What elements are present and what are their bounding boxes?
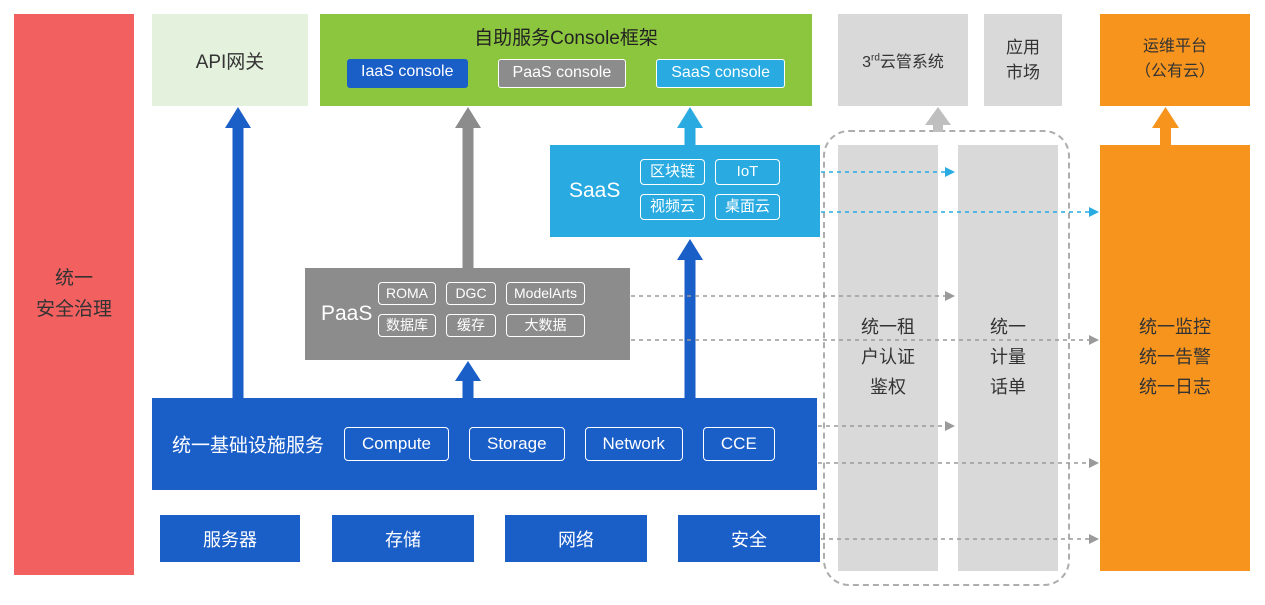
iaas-chip-compute: Compute [344, 427, 449, 461]
arrow-iaas-to-paas [455, 361, 481, 399]
arrow-saas-to-console [677, 107, 703, 146]
console-framework-box: 自助服务Console框架 IaaS console PaaS console … [320, 14, 812, 106]
saas-box: SaaS 区块链 IoT 视频云 桌面云 [550, 145, 820, 237]
metering-billing-bar: 统一 计量 话单 [958, 145, 1058, 571]
tenant-auth-bar: 统一租 户认证 鉴权 [838, 145, 938, 571]
paas-chip-roma: ROMA [378, 282, 436, 305]
console-framework-title: 自助服务Console框架 [474, 28, 658, 49]
iaas-chip-network: Network [584, 427, 683, 461]
paas-box: PaaS ROMA DGC ModelArts 数据库 缓存 大数据 [305, 268, 630, 360]
network-box: 网络 [505, 515, 647, 562]
api-gateway-box: API网关 [152, 14, 308, 106]
paas-label: PaaS [321, 302, 373, 325]
third-party-cloud-label: 3rd云管系统 [862, 52, 944, 71]
server-box: 服务器 [160, 515, 300, 562]
monitoring-alarm-log-bar: 统一监控 统一告警 统一日志 [1100, 145, 1250, 571]
third-party-cloud-box: 3rd云管系统 [838, 14, 968, 106]
paas-chip-bigdata: 大数据 [506, 313, 586, 337]
paas-console-button: PaaS console [497, 59, 627, 88]
saas-chip-desktop-cloud: 桌面云 [715, 194, 781, 220]
saas-label: SaaS [569, 179, 621, 202]
arrow-group-to-third-cloud [925, 107, 951, 132]
console-buttons-row: IaaS console PaaS console SaaS console [347, 59, 785, 88]
saas-chip-iot: IoT [715, 159, 781, 185]
app-market-box: 应用 市场 [984, 14, 1062, 106]
storage-box: 存储 [332, 515, 474, 562]
paas-chip-database: 数据库 [378, 313, 436, 337]
arrow-paas-to-console [455, 107, 481, 269]
shared-services-dashed-group [823, 130, 1070, 586]
iaas-console-button: IaaS console [347, 59, 468, 88]
saas-console-button: SaaS console [656, 59, 785, 88]
paas-chip-cache: 缓存 [446, 313, 496, 337]
arrow-monitor-to-om-platform [1152, 107, 1179, 146]
iaas-box: 统一基础设施服务 Compute Storage Network CCE [152, 398, 817, 490]
iaas-label: 统一基础设施服务 [172, 435, 325, 457]
arrow-iaas-to-saas [677, 239, 703, 399]
om-platform-box: 运维平台 （公有云） [1100, 14, 1250, 106]
iaas-chip-storage: Storage [468, 427, 565, 461]
arrow-iaas-to-api-gateway [225, 107, 251, 398]
iaas-chip-cce: CCE [702, 427, 775, 461]
security-box: 安全 [678, 515, 820, 562]
saas-chip-video-cloud: 视频云 [640, 194, 706, 220]
security-governance-bar: 统一 安全治理 [14, 14, 134, 575]
paas-chip-modelarts: ModelArts [506, 282, 586, 305]
paas-chip-dgc: DGC [446, 282, 496, 305]
saas-chip-blockchain: 区块链 [640, 159, 706, 185]
